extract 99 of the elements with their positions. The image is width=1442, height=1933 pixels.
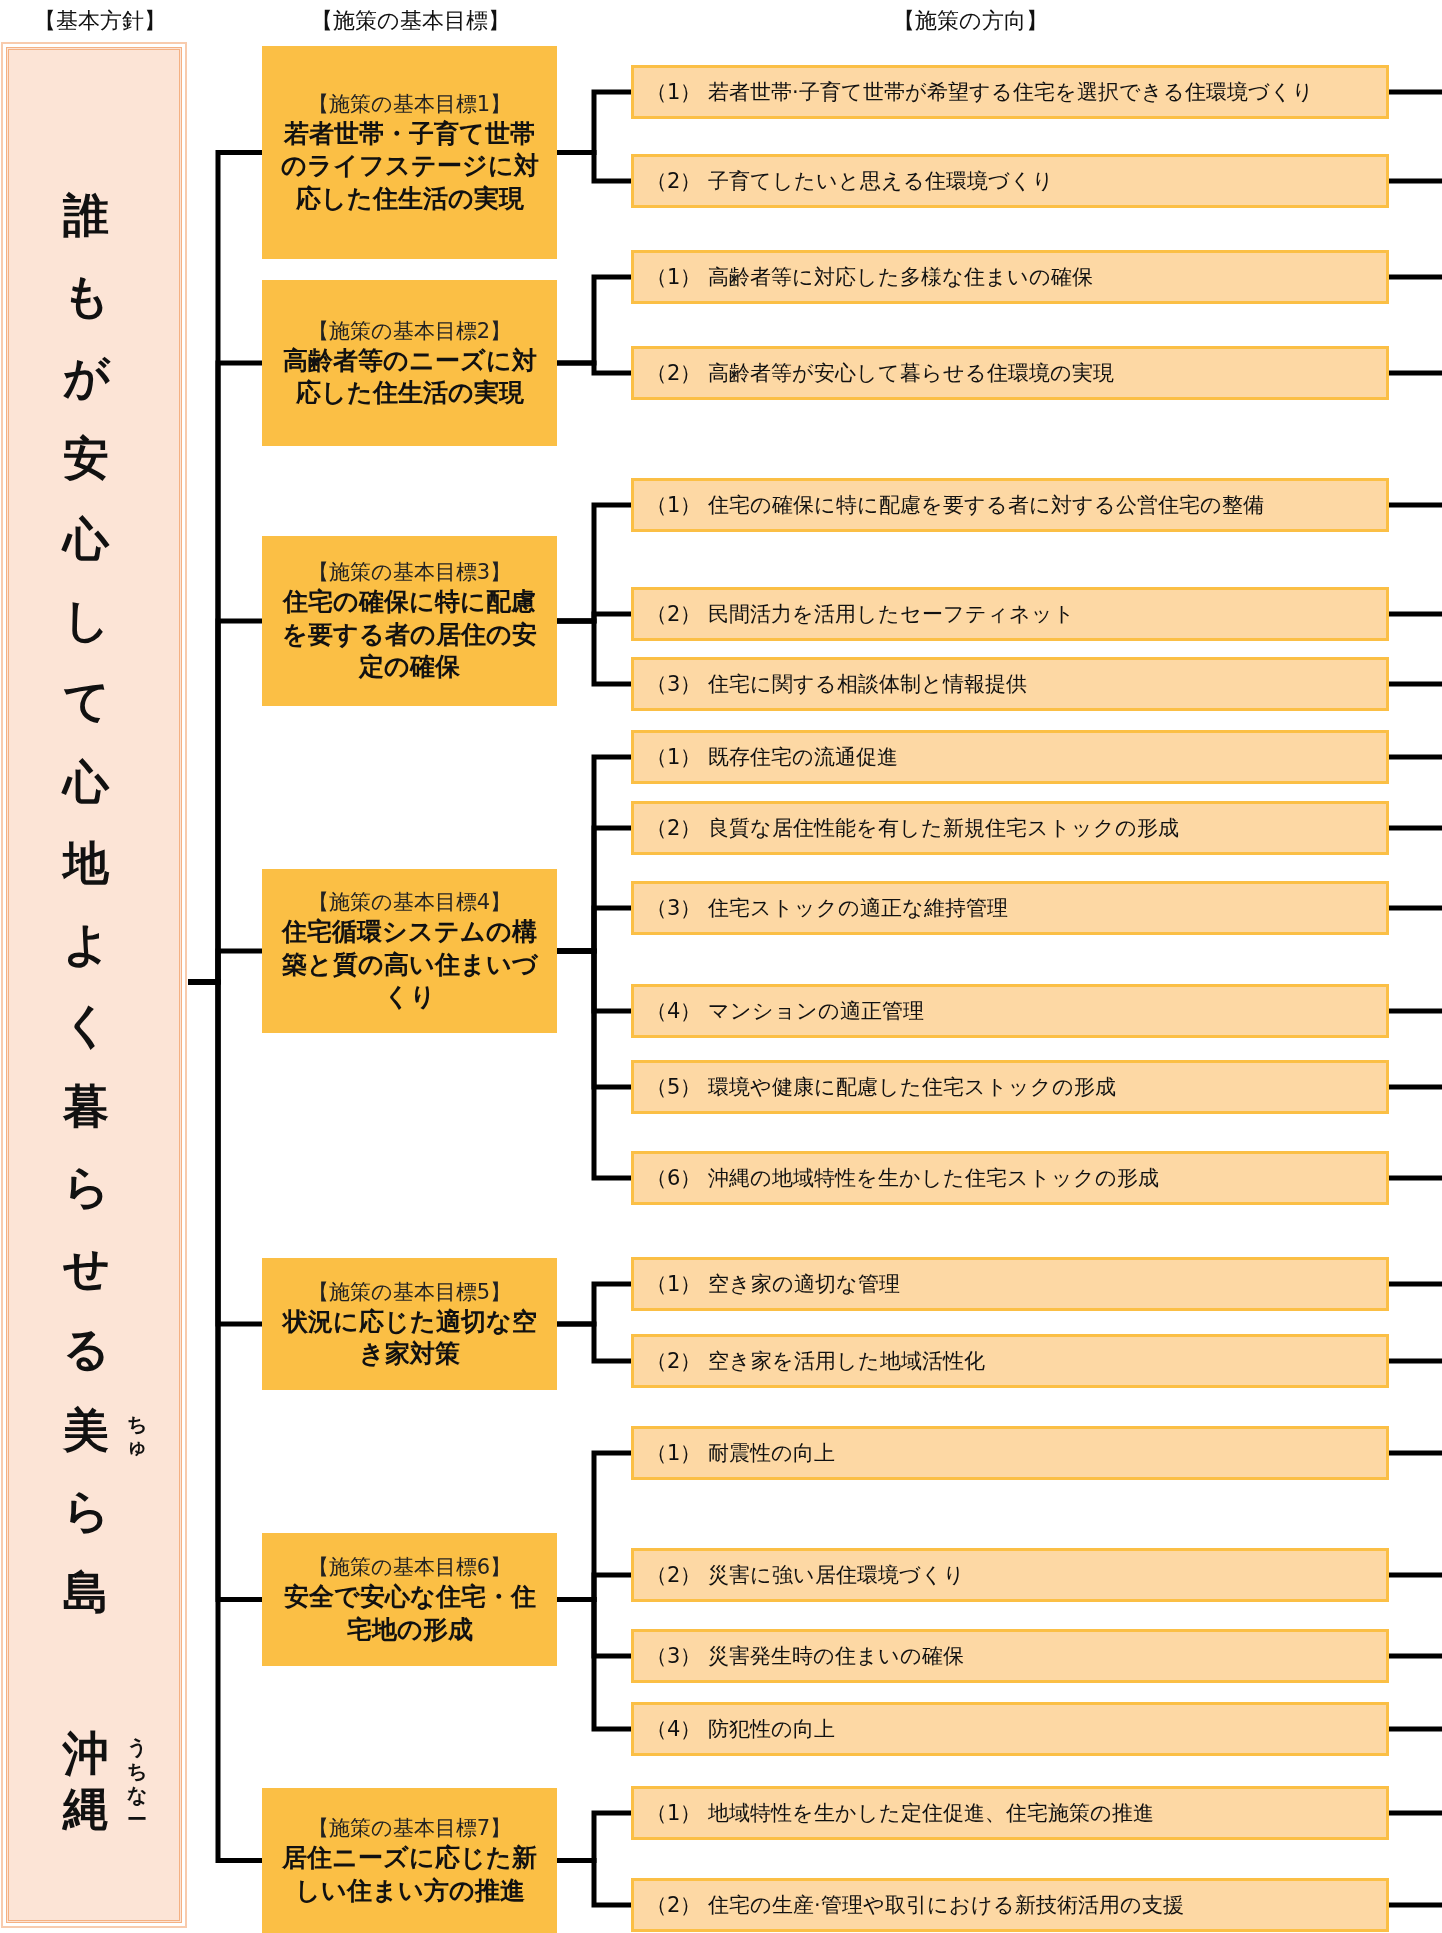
goal-box bbox=[262, 536, 557, 706]
goal-number: 【施策の基本目標3】 bbox=[307, 559, 512, 587]
goal-number: 【施策の基本目標6】 bbox=[307, 1554, 512, 1581]
direction-text: （1） 地域特性を生かした定住促進、住宅施策の推進 bbox=[646, 1800, 1155, 1827]
connector-line bbox=[1389, 1810, 1442, 1816]
direction-text: （4） マンションの適正管理 bbox=[646, 998, 925, 1025]
direction-text: （2） 良質な居住性能を有した新規住宅ストックの形成 bbox=[646, 815, 1180, 842]
direction-box bbox=[631, 657, 1389, 711]
direction-box bbox=[631, 346, 1389, 400]
connector-line bbox=[1389, 611, 1442, 617]
connector-line bbox=[1389, 89, 1442, 95]
direction-text: （1） 既存住宅の流通促進 bbox=[646, 744, 899, 771]
connector-line bbox=[557, 360, 631, 376]
direction-box bbox=[631, 1060, 1389, 1114]
connector-line bbox=[1389, 905, 1442, 911]
column-heading: 【基本方針】 bbox=[34, 7, 166, 35]
direction-box bbox=[631, 154, 1389, 208]
direction-box bbox=[631, 881, 1389, 935]
goal-title: 安全で安心な住宅・住宅地の形成 bbox=[282, 1581, 537, 1646]
direction-text: （1） 住宅の確保に特に配慮を要する者に対する公営住宅の整備 bbox=[646, 492, 1265, 519]
direction-text: （3） 住宅ストックの適正な維持管理 bbox=[646, 895, 1009, 922]
connector-line bbox=[1389, 178, 1442, 184]
connector-line bbox=[1389, 1572, 1442, 1578]
goal-title: 高齢者等のニーズに対応した住生活の実現 bbox=[281, 344, 538, 409]
direction-box bbox=[631, 1426, 1389, 1480]
direction-box bbox=[631, 1878, 1389, 1932]
direction-text: （5） 環境や健康に配慮した住宅ストックの形成 bbox=[646, 1074, 1117, 1101]
connector-line bbox=[1389, 825, 1442, 831]
direction-text: （1） 高齢者等に対応した多様な住まいの確保 bbox=[646, 264, 1094, 291]
connector-line bbox=[1389, 1450, 1442, 1456]
connector-line bbox=[1389, 1726, 1442, 1732]
direction-box bbox=[631, 1629, 1389, 1683]
goal-box bbox=[262, 1788, 557, 1933]
direction-text: （2） 空き家を活用した地域活性化 bbox=[646, 1348, 986, 1375]
connector-line bbox=[1389, 1653, 1442, 1659]
direction-text: （2） 災害に強い居住環境づくり bbox=[646, 1562, 966, 1589]
ruby-text: うちなー bbox=[126, 1735, 148, 1831]
goal-box bbox=[262, 280, 557, 446]
connector-line bbox=[557, 1321, 631, 1364]
goal-title: 状況に応じた適切な空き家対策 bbox=[281, 1305, 538, 1370]
goal-title: 居住ニーズに応じた新しい住まい方の推進 bbox=[281, 1842, 538, 1907]
column-heading: 【施策の方向】 bbox=[892, 7, 1048, 35]
goal-box bbox=[262, 1258, 557, 1390]
connector-line bbox=[1389, 1902, 1442, 1908]
direction-box bbox=[631, 730, 1389, 784]
direction-box bbox=[631, 478, 1389, 532]
ruby-text: ちゅ bbox=[126, 1413, 148, 1457]
goal-box bbox=[262, 46, 557, 259]
connector-line bbox=[1389, 502, 1442, 508]
connector-line bbox=[1389, 1281, 1442, 1287]
connector-line bbox=[557, 1858, 631, 1908]
connector-line bbox=[1389, 754, 1442, 760]
direction-box bbox=[631, 1151, 1389, 1205]
direction-text: （2） 子育てしたいと思える住環境づくり bbox=[646, 168, 1055, 195]
direction-text: （6） 沖縄の地域特性を生かした住宅ストックの形成 bbox=[646, 1165, 1160, 1192]
goal-number: 【施策の基本目標1】 bbox=[307, 90, 512, 118]
connector-line bbox=[1389, 370, 1442, 376]
goal-title: 住宅の確保に特に配慮を要する者の居住の安定の確保 bbox=[281, 586, 538, 684]
connector-line bbox=[1389, 1008, 1442, 1014]
goal-number: 【施策の基本目標2】 bbox=[307, 317, 512, 345]
column-heading: 【施策の基本目標】 bbox=[310, 7, 510, 35]
direction-text: （3） 災害発生時の住まいの確保 bbox=[646, 1643, 965, 1670]
connector-line bbox=[1389, 681, 1442, 687]
goal-title: 若者世帯・子育て世帯のライフステージに対応した住生活の実現 bbox=[279, 117, 540, 215]
goal-title: 住宅循環システムの構築と質の高い住まいづくり bbox=[280, 916, 539, 1014]
connector-line bbox=[557, 948, 631, 1181]
direction-box bbox=[631, 1702, 1389, 1756]
direction-box bbox=[631, 984, 1389, 1038]
vertical-title: 沖縄 bbox=[62, 1725, 110, 1837]
direction-box bbox=[631, 1334, 1389, 1388]
connector-line bbox=[1389, 1358, 1442, 1364]
direction-box bbox=[631, 801, 1389, 855]
connector-line bbox=[557, 1597, 631, 1732]
goal-number: 【施策の基本目標4】 bbox=[307, 889, 512, 917]
connector-line bbox=[1389, 1175, 1442, 1181]
direction-text: （1） 若者世帯·子育て世帯が希望する住宅を選択できる住環境づくり bbox=[646, 79, 1314, 106]
direction-box bbox=[631, 1786, 1389, 1840]
vertical-title: 誰もが安心して心地よく暮らせる美ら島 bbox=[62, 187, 110, 1621]
direction-text: （2） 高齢者等が安心して暮らせる住環境の実現 bbox=[646, 360, 1115, 387]
goal-number: 【施策の基本目標5】 bbox=[307, 1278, 512, 1306]
direction-text: （2） 住宅の生産·管理や取引における新技術活用の支援 bbox=[646, 1892, 1184, 1919]
direction-box bbox=[631, 1257, 1389, 1311]
connector-line bbox=[557, 618, 631, 687]
goal-box bbox=[262, 869, 557, 1033]
direction-text: （3） 住宅に関する相談体制と情報提供 bbox=[646, 671, 1028, 698]
connector-line bbox=[1389, 1084, 1442, 1090]
connector-line bbox=[557, 150, 631, 184]
direction-box bbox=[631, 1548, 1389, 1602]
direction-box bbox=[631, 65, 1389, 119]
direction-box bbox=[631, 250, 1389, 304]
direction-text: （2） 民間活力を活用したセーフティネット bbox=[646, 601, 1076, 628]
direction-text: （4） 防犯性の向上 bbox=[646, 1716, 836, 1743]
connector-line bbox=[188, 979, 262, 1863]
direction-text: （1） 耐震性の向上 bbox=[646, 1440, 836, 1467]
direction-box bbox=[631, 587, 1389, 641]
connector-line bbox=[1389, 274, 1442, 280]
goal-number: 【施策の基本目標7】 bbox=[307, 1815, 512, 1842]
goal-box bbox=[262, 1533, 557, 1666]
direction-text: （1） 空き家の適切な管理 bbox=[646, 1271, 901, 1298]
